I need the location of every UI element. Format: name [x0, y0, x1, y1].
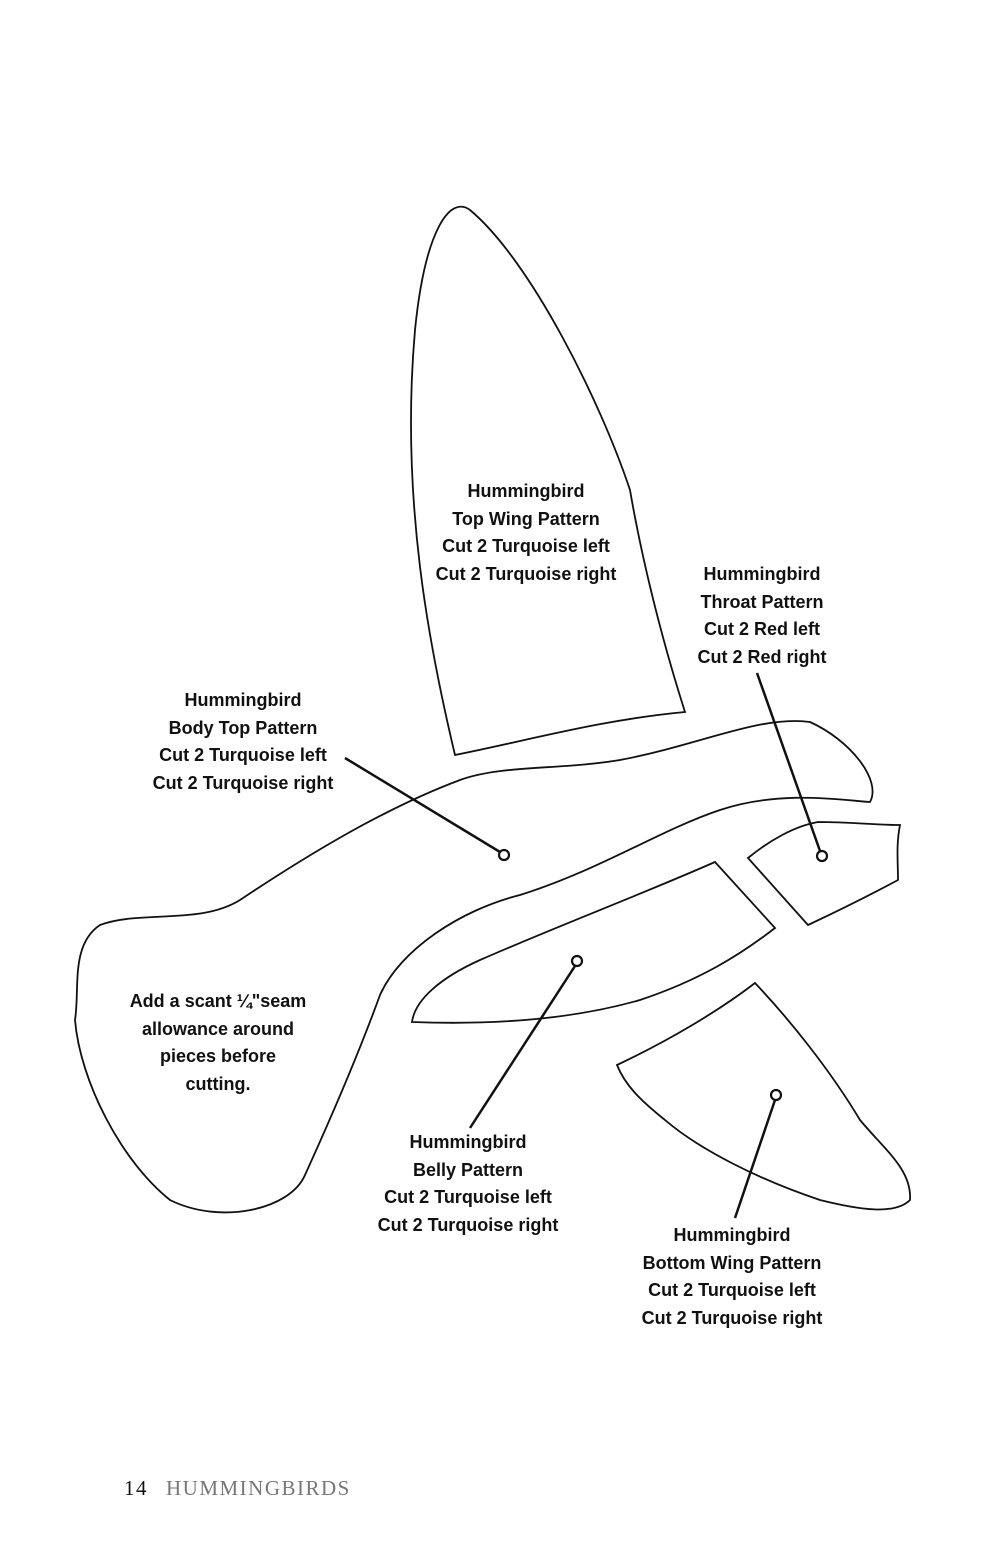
- label-line: Cut 2 Turquoise left: [648, 1280, 816, 1300]
- running-title: HUMMINGBIRDS: [166, 1476, 351, 1500]
- page-number: 14: [124, 1476, 148, 1500]
- label-line: Hummingbird: [409, 1132, 527, 1152]
- label-line: cutting.: [185, 1073, 251, 1094]
- label-line: Throat Pattern: [700, 591, 824, 612]
- bottom-wing-piece: [615, 981, 911, 1211]
- seam-allowance-note: Add a scant ¼"seam allowance around piec…: [88, 988, 348, 1098]
- label-line: Cut 2 Turquoise left: [442, 536, 610, 556]
- label-line: Cut 2 Turquoise right: [435, 563, 617, 584]
- label-line: Cut 2 Turquoise right: [377, 1214, 559, 1235]
- body-top-label: Hummingbird Body Top Pattern Cut 2 Turqu…: [113, 687, 373, 797]
- label-line: Hummingbird: [703, 564, 821, 584]
- pointer-lines: [344, 672, 822, 1219]
- label-line: Hummingbird: [184, 690, 302, 710]
- belly-piece: [410, 860, 777, 1024]
- page-footer: 14 HUMMINGBIRDS: [124, 1476, 351, 1501]
- label-line: Hummingbird: [467, 481, 585, 501]
- label-line: Belly Pattern: [412, 1159, 524, 1180]
- label-line: Cut 2 Turquoise left: [384, 1187, 552, 1207]
- body-top-piece: [74, 720, 874, 1214]
- label-line: Bottom Wing Pattern: [642, 1252, 822, 1273]
- label-line: Hummingbird: [673, 1225, 791, 1245]
- throat-label: Hummingbird Throat Pattern Cut 2 Red lef…: [632, 561, 892, 671]
- label-line: Cut 2 Turquoise left: [159, 745, 327, 765]
- label-line: allowance around: [141, 1018, 295, 1039]
- throat-piece: [746, 821, 902, 927]
- label-line: Cut 2 Turquoise right: [152, 772, 334, 793]
- label-line: Top Wing Pattern: [452, 508, 600, 529]
- label-line: Cut 2 Red right: [697, 646, 827, 667]
- top-wing-piece: [410, 205, 687, 757]
- belly-label: Hummingbird Belly Pattern Cut 2 Turquois…: [338, 1129, 598, 1239]
- label-line: Add a scant ¼"seam: [129, 991, 307, 1011]
- label-line: Body Top Pattern: [168, 717, 318, 738]
- top-wing-label: Hummingbird Top Wing Pattern Cut 2 Turqu…: [396, 478, 656, 588]
- bottom-wing-label: Hummingbird Bottom Wing Pattern Cut 2 Tu…: [602, 1222, 862, 1332]
- label-line: Cut 2 Turquoise right: [641, 1307, 823, 1328]
- pointer-dots: [497, 848, 829, 1102]
- label-line: pieces before: [159, 1046, 277, 1066]
- label-line: Cut 2 Red left: [703, 619, 820, 639]
